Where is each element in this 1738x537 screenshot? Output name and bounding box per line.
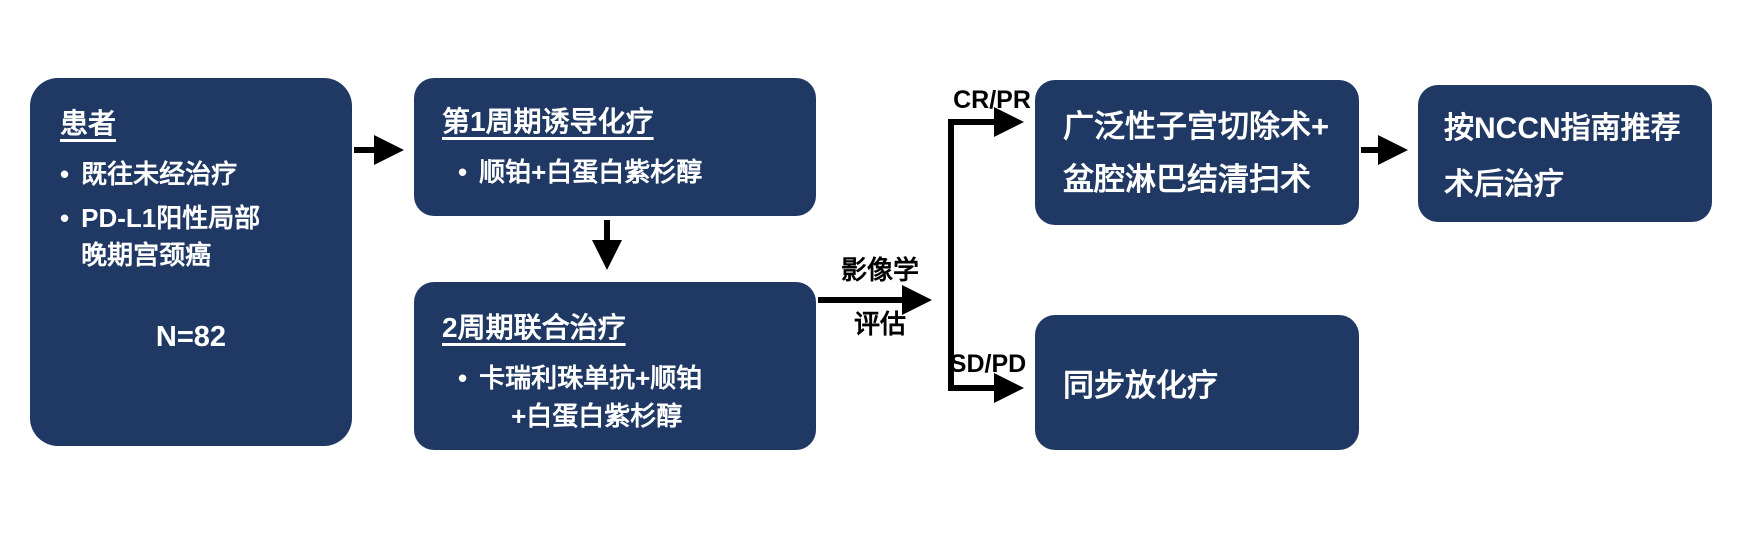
imaging-evaluation-label-line-1: 影像学: [840, 255, 919, 285]
induction-bullet-1-text: 顺铂+白蛋白紫杉醇: [479, 157, 703, 187]
bullet-marker: [458, 154, 467, 192]
surgery-line-1: 广泛性子宫切除术+: [1063, 109, 1330, 144]
imaging-evaluation-label-line-2: 评估: [853, 309, 906, 339]
combination-therapy-box: 2周期联合治疗 卡瑞利珠单抗+顺铂 +白蛋白紫杉醇: [414, 282, 816, 450]
patients-bullet-1: 既往未经治疗: [60, 156, 322, 194]
patients-n-count: N=82: [155, 321, 227, 354]
combination-bullet-1-line-2: +白蛋白紫杉醇: [511, 400, 683, 431]
nccn-line-2: 术后治疗: [1444, 167, 1564, 201]
combination-bullet-1-line-1: 卡瑞利珠单抗+顺铂: [479, 363, 703, 393]
bullet-marker: [60, 156, 69, 194]
induction-bullet-1: 顺铂+白蛋白紫杉醇: [442, 154, 788, 192]
patients-box: 患者 既往未经治疗 PD-L1阳性局部 晚期宫颈癌 N=82: [30, 78, 352, 446]
surgery-box: 广泛性子宫切除术+ 盆腔淋巴结清扫术: [1035, 80, 1359, 225]
induction-chemo-title: 第1周期诱导化疗: [442, 106, 654, 137]
induction-chemo-box: 第1周期诱导化疗 顺铂+白蛋白紫杉醇: [414, 78, 816, 216]
combination-therapy-title: 2周期联合治疗: [442, 312, 626, 343]
combination-bullet-1-text: 卡瑞利珠单抗+顺铂 +白蛋白紫杉醇: [479, 360, 702, 435]
chemoradiotherapy-box: 同步放化疗: [1035, 315, 1359, 450]
surgery-line-2: 盆腔淋巴结清扫术: [1063, 162, 1311, 198]
nccn-line-1: 按NCCN指南推荐: [1444, 112, 1681, 145]
patients-bullet-2-text: PD-L1阳性局部 晚期宫颈癌: [81, 200, 260, 275]
patients-bullet-1-text: 既往未经治疗: [81, 159, 238, 189]
patients-bullet-2-line-2: 晚期宫颈癌: [81, 240, 212, 271]
cr-pr-branch-label: CR/PR: [953, 86, 1031, 114]
bullet-marker: [60, 200, 69, 275]
patients-bullet-2: PD-L1阳性局部 晚期宫颈癌: [60, 200, 322, 275]
bullet-marker: [458, 360, 467, 435]
chemoradiotherapy-line-1: 同步放化疗: [1063, 368, 1218, 403]
nccn-guideline-box: 按NCCN指南推荐 术后治疗: [1418, 85, 1712, 222]
patients-box-title: 患者: [60, 108, 117, 139]
combination-bullet-1: 卡瑞利珠单抗+顺铂 +白蛋白紫杉醇: [442, 360, 788, 435]
sd-pd-branch-label: SD/PD: [949, 350, 1027, 378]
patients-bullet-2-line-1: PD-L1阳性局部: [81, 202, 261, 233]
